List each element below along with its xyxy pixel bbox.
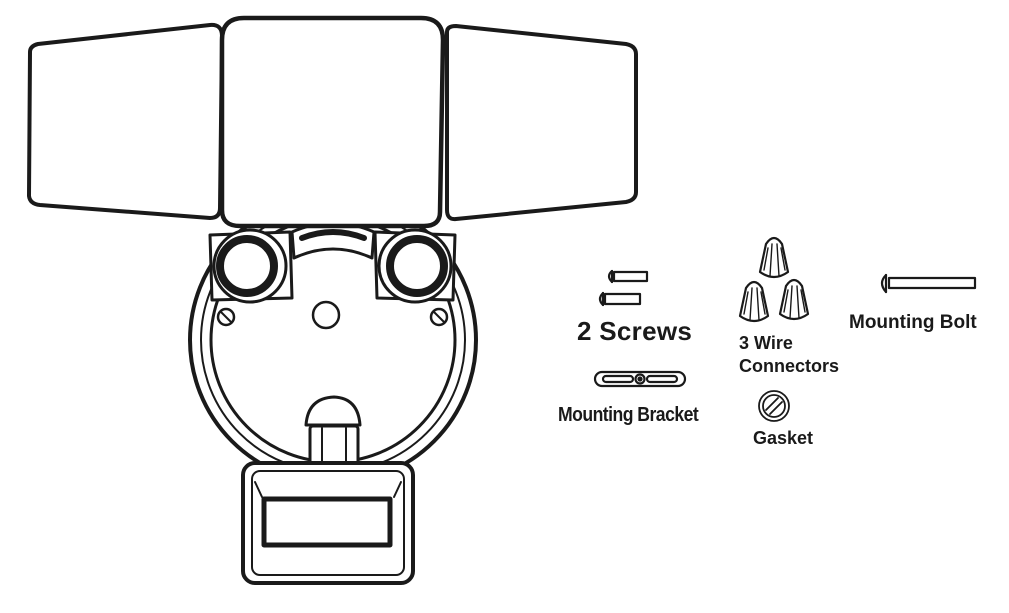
base-screw-right [429, 307, 449, 327]
gasket-label: Gasket [753, 428, 814, 448]
screws-icon [598, 269, 649, 307]
mounting-bracket-icon [593, 370, 687, 388]
mounting-bolt-icon [880, 273, 977, 294]
screw-2 [598, 291, 642, 307]
right-socket [373, 228, 457, 304]
wire-connectors-label-line2: Connectors [739, 356, 840, 376]
left-socket [208, 228, 294, 304]
mounting-bracket-label: Mounting Bracket [558, 404, 699, 426]
screw-1 [607, 269, 649, 284]
wire-connector-right [778, 278, 810, 321]
lamp-head-left [27, 22, 224, 220]
center-hole [311, 300, 341, 330]
lamp-head-right [445, 24, 638, 222]
light-fixture [27, 15, 638, 585]
lamp-head-center [219, 15, 446, 229]
screws-label: 2 Screws [577, 316, 693, 346]
motion-sensor [241, 395, 415, 585]
base-screw-left [216, 307, 236, 327]
wire-connectors-label-line1: 3 Wire [739, 333, 793, 353]
mounting-bolt-label: Mounting Bolt [849, 312, 977, 333]
wire-connector-top [758, 236, 790, 279]
wire-connector-left [738, 280, 770, 323]
gasket-icon [758, 390, 790, 422]
wire-connectors-icon [738, 236, 810, 323]
